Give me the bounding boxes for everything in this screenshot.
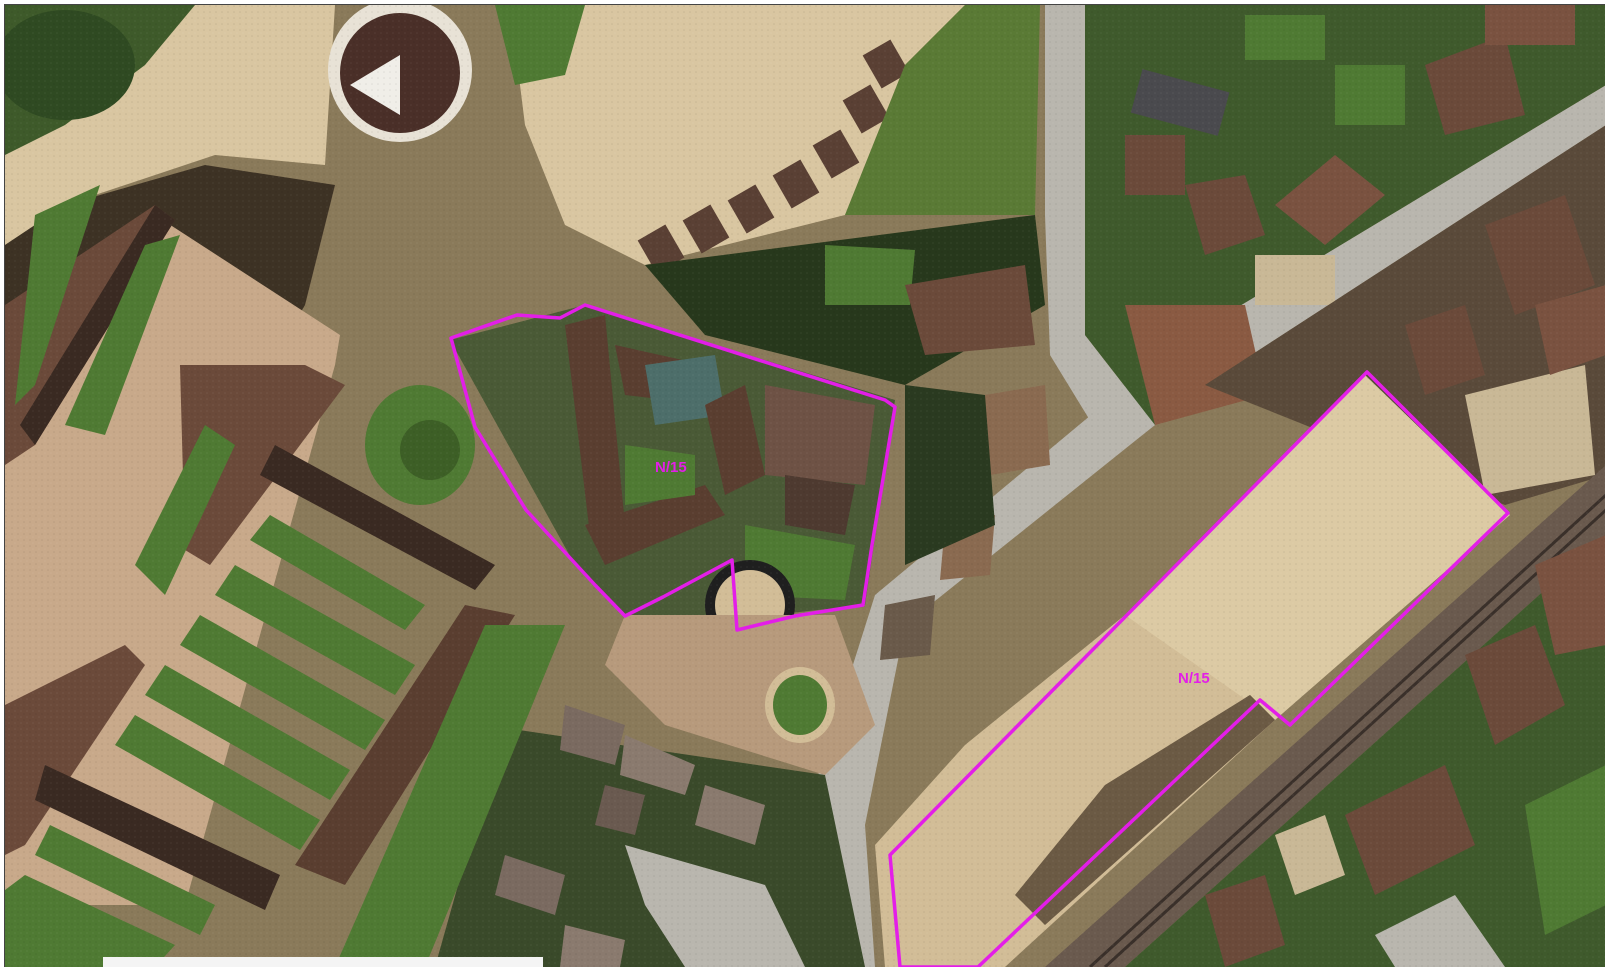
caption-strip	[103, 957, 543, 967]
site-boundary-west[interactable]	[449, 303, 897, 632]
aerial-map[interactable]: N/15 N/15	[4, 4, 1605, 967]
site-label-west: N/15	[655, 459, 687, 476]
site-boundary-east[interactable]	[888, 370, 1510, 967]
texture-overlay	[5, 5, 1605, 967]
site-label-east: N/15	[1178, 670, 1210, 687]
